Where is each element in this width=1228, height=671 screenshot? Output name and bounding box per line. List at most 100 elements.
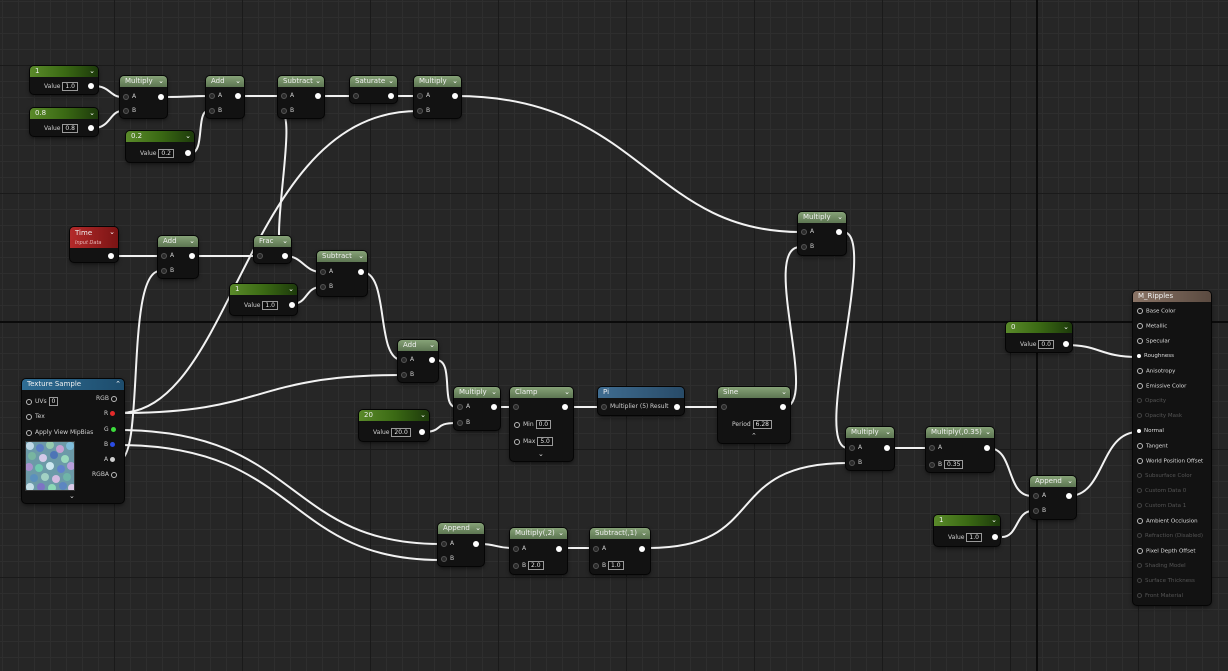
output-pin[interactable] (992, 534, 998, 540)
constant-node[interactable]: 1⌄ Value 1.0 (230, 284, 297, 315)
chevron-down-icon[interactable]: ⌄ (388, 77, 394, 85)
material-input-pin[interactable]: Normal (1137, 428, 1164, 435)
chevron-down-icon[interactable]: ⌄ (538, 450, 544, 458)
material-input-pin[interactable]: Metallic (1137, 323, 1167, 331)
input-pin-a[interactable]: A (929, 444, 942, 452)
output-pin[interactable] (562, 404, 568, 410)
chevron-up-icon[interactable]: ⌃ (751, 432, 757, 440)
output-pin[interactable] (491, 404, 497, 410)
input-pin-a[interactable]: A (123, 93, 136, 101)
chevron-down-icon[interactable]: ⌄ (158, 77, 164, 85)
constant-node[interactable]: 1⌄ Value 1.0 (934, 515, 1000, 546)
input-pin-b[interactable]: B (441, 555, 454, 563)
chevron-down-icon[interactable]: ⌄ (420, 411, 426, 419)
material-input-pin[interactable]: Subsurface Color (1137, 473, 1192, 480)
chevron-down-icon[interactable]: ⌄ (558, 529, 564, 537)
input-pin-b[interactable]: B (209, 107, 222, 115)
input-pin-a[interactable]: A (320, 268, 333, 276)
material-input-pin[interactable]: Opacity Mask (1137, 413, 1182, 420)
material-input-pin[interactable]: Surface Thickness (1137, 578, 1195, 585)
output-pin[interactable] (88, 83, 94, 89)
input-pin-b[interactable]: B 1.0 (593, 561, 624, 570)
chevron-down-icon[interactable]: ⌄ (991, 516, 997, 524)
add-node[interactable]: Add⌄ A B (398, 340, 438, 382)
value-field[interactable]: 0.8 (62, 124, 78, 133)
subtract-constant-node[interactable]: Subtract(,1)⌄ A B 1.0 (590, 528, 650, 574)
input-pin-a[interactable]: A (441, 540, 454, 548)
output-pin[interactable] (884, 445, 890, 451)
output-pin[interactable] (388, 93, 394, 99)
subtract-node[interactable]: Subtract⌄ A B (317, 251, 367, 296)
output-pin[interactable] (984, 445, 990, 451)
output-pin[interactable] (429, 357, 435, 363)
input-pin-a[interactable]: A (401, 356, 414, 364)
input-pin-a[interactable]: A (417, 92, 430, 100)
b-field[interactable]: 2.0 (528, 561, 544, 570)
chevron-down-icon[interactable]: ⌄ (185, 132, 191, 140)
chevron-down-icon[interactable]: ⌄ (89, 109, 95, 117)
input-pin-b[interactable]: B (281, 107, 294, 115)
output-pin-rgb[interactable]: RGB (96, 395, 120, 403)
chevron-down-icon[interactable]: ⌄ (235, 77, 241, 85)
output-pin-g[interactable]: G (104, 426, 119, 434)
input-pin-b[interactable]: B (123, 107, 136, 115)
chevron-down-icon[interactable]: ⌄ (1067, 477, 1073, 485)
material-input-pin[interactable]: Roughness (1137, 353, 1174, 360)
input-pin-b[interactable]: B (417, 107, 430, 115)
chevron-down-icon[interactable]: ⌄ (1063, 323, 1069, 331)
clamp-node[interactable]: Clamp⌄ Min 0.0 Max 5.0 ⌄ (510, 387, 573, 461)
multiply-node[interactable]: Multiply⌄ A B (846, 427, 894, 470)
constant-node[interactable]: 20⌄ Value 20.0 (359, 410, 429, 441)
output-pin-r[interactable]: R (104, 410, 118, 418)
input-pin-mipbias[interactable]: Apply View MipBias (26, 429, 93, 437)
chevron-down-icon[interactable]: ⌄ (564, 388, 570, 396)
constant-node[interactable]: 0.2⌄ Value 0.2 (126, 131, 194, 162)
material-input-pin[interactable]: Anisotropy (1137, 368, 1175, 376)
input-pin-b[interactable]: B (801, 243, 814, 251)
chevron-down-icon[interactable]: ⌄ (781, 388, 787, 396)
output-pin[interactable] (639, 546, 645, 552)
output-pin[interactable] (1063, 341, 1069, 347)
material-input-pin[interactable]: Custom Data 1 (1137, 503, 1186, 510)
value-field[interactable]: 0.0 (1038, 340, 1054, 349)
saturate-node[interactable]: Saturate⌄ (350, 76, 397, 103)
pi-node[interactable]: Pi Multiplier (5) Result (598, 387, 684, 415)
chevron-down-icon[interactable]: ⌄ (475, 524, 481, 532)
material-input-pin[interactable]: Refraction (Disabled) (1137, 533, 1203, 540)
uvs-field[interactable]: 0 (48, 397, 59, 406)
input-pin-b[interactable]: B (1033, 507, 1046, 515)
multiply-node[interactable]: Multiply⌄ A B (454, 387, 500, 430)
chevron-down-icon[interactable]: ⌄ (985, 428, 991, 436)
input-pin-uvs[interactable]: UVs 0 (26, 397, 59, 406)
material-input-pin[interactable]: Emissive Color (1137, 383, 1186, 391)
input-pin-a[interactable]: A (209, 92, 222, 100)
output-pin[interactable] (836, 229, 842, 235)
value-field[interactable]: 0.2 (158, 149, 174, 158)
chevron-down-icon[interactable]: ⌄ (282, 237, 288, 245)
output-pin[interactable] (1066, 493, 1072, 499)
value-field[interactable]: 20.0 (391, 428, 411, 437)
chevron-down-icon[interactable]: ⌄ (491, 388, 497, 396)
output-pin[interactable] (556, 546, 562, 552)
output-pin-b[interactable]: B (104, 441, 118, 449)
chevron-up-icon[interactable]: ⌃ (115, 380, 121, 388)
material-input-pin[interactable]: Tangent (1137, 443, 1168, 451)
chevron-down-icon[interactable]: ⌄ (429, 341, 435, 349)
add-node[interactable]: Add⌄ A B (158, 236, 198, 278)
input-pin[interactable] (353, 92, 362, 100)
input-pin-a[interactable]: A (849, 444, 862, 452)
value-field[interactable]: 1.0 (262, 301, 278, 310)
append-node[interactable]: Append⌄ A B (1030, 476, 1076, 519)
input-pin-tex[interactable]: Tex (26, 413, 45, 421)
material-input-pin[interactable]: Specular (1137, 338, 1170, 346)
max-row[interactable]: Max 5.0 (514, 437, 553, 446)
max-field[interactable]: 5.0 (537, 437, 553, 446)
material-input-pin[interactable]: Pixel Depth Offset (1137, 548, 1196, 556)
multiply-node[interactable]: Multiply⌄ A B (414, 76, 461, 118)
output-pin[interactable] (235, 93, 241, 99)
min-row[interactable]: Min 0.0 (514, 420, 552, 429)
output-pin-rgba[interactable]: RGBA (92, 471, 120, 479)
input-pin-a[interactable]: A (281, 92, 294, 100)
constant-node[interactable]: 0⌄ Value 0.0 (1006, 322, 1072, 352)
